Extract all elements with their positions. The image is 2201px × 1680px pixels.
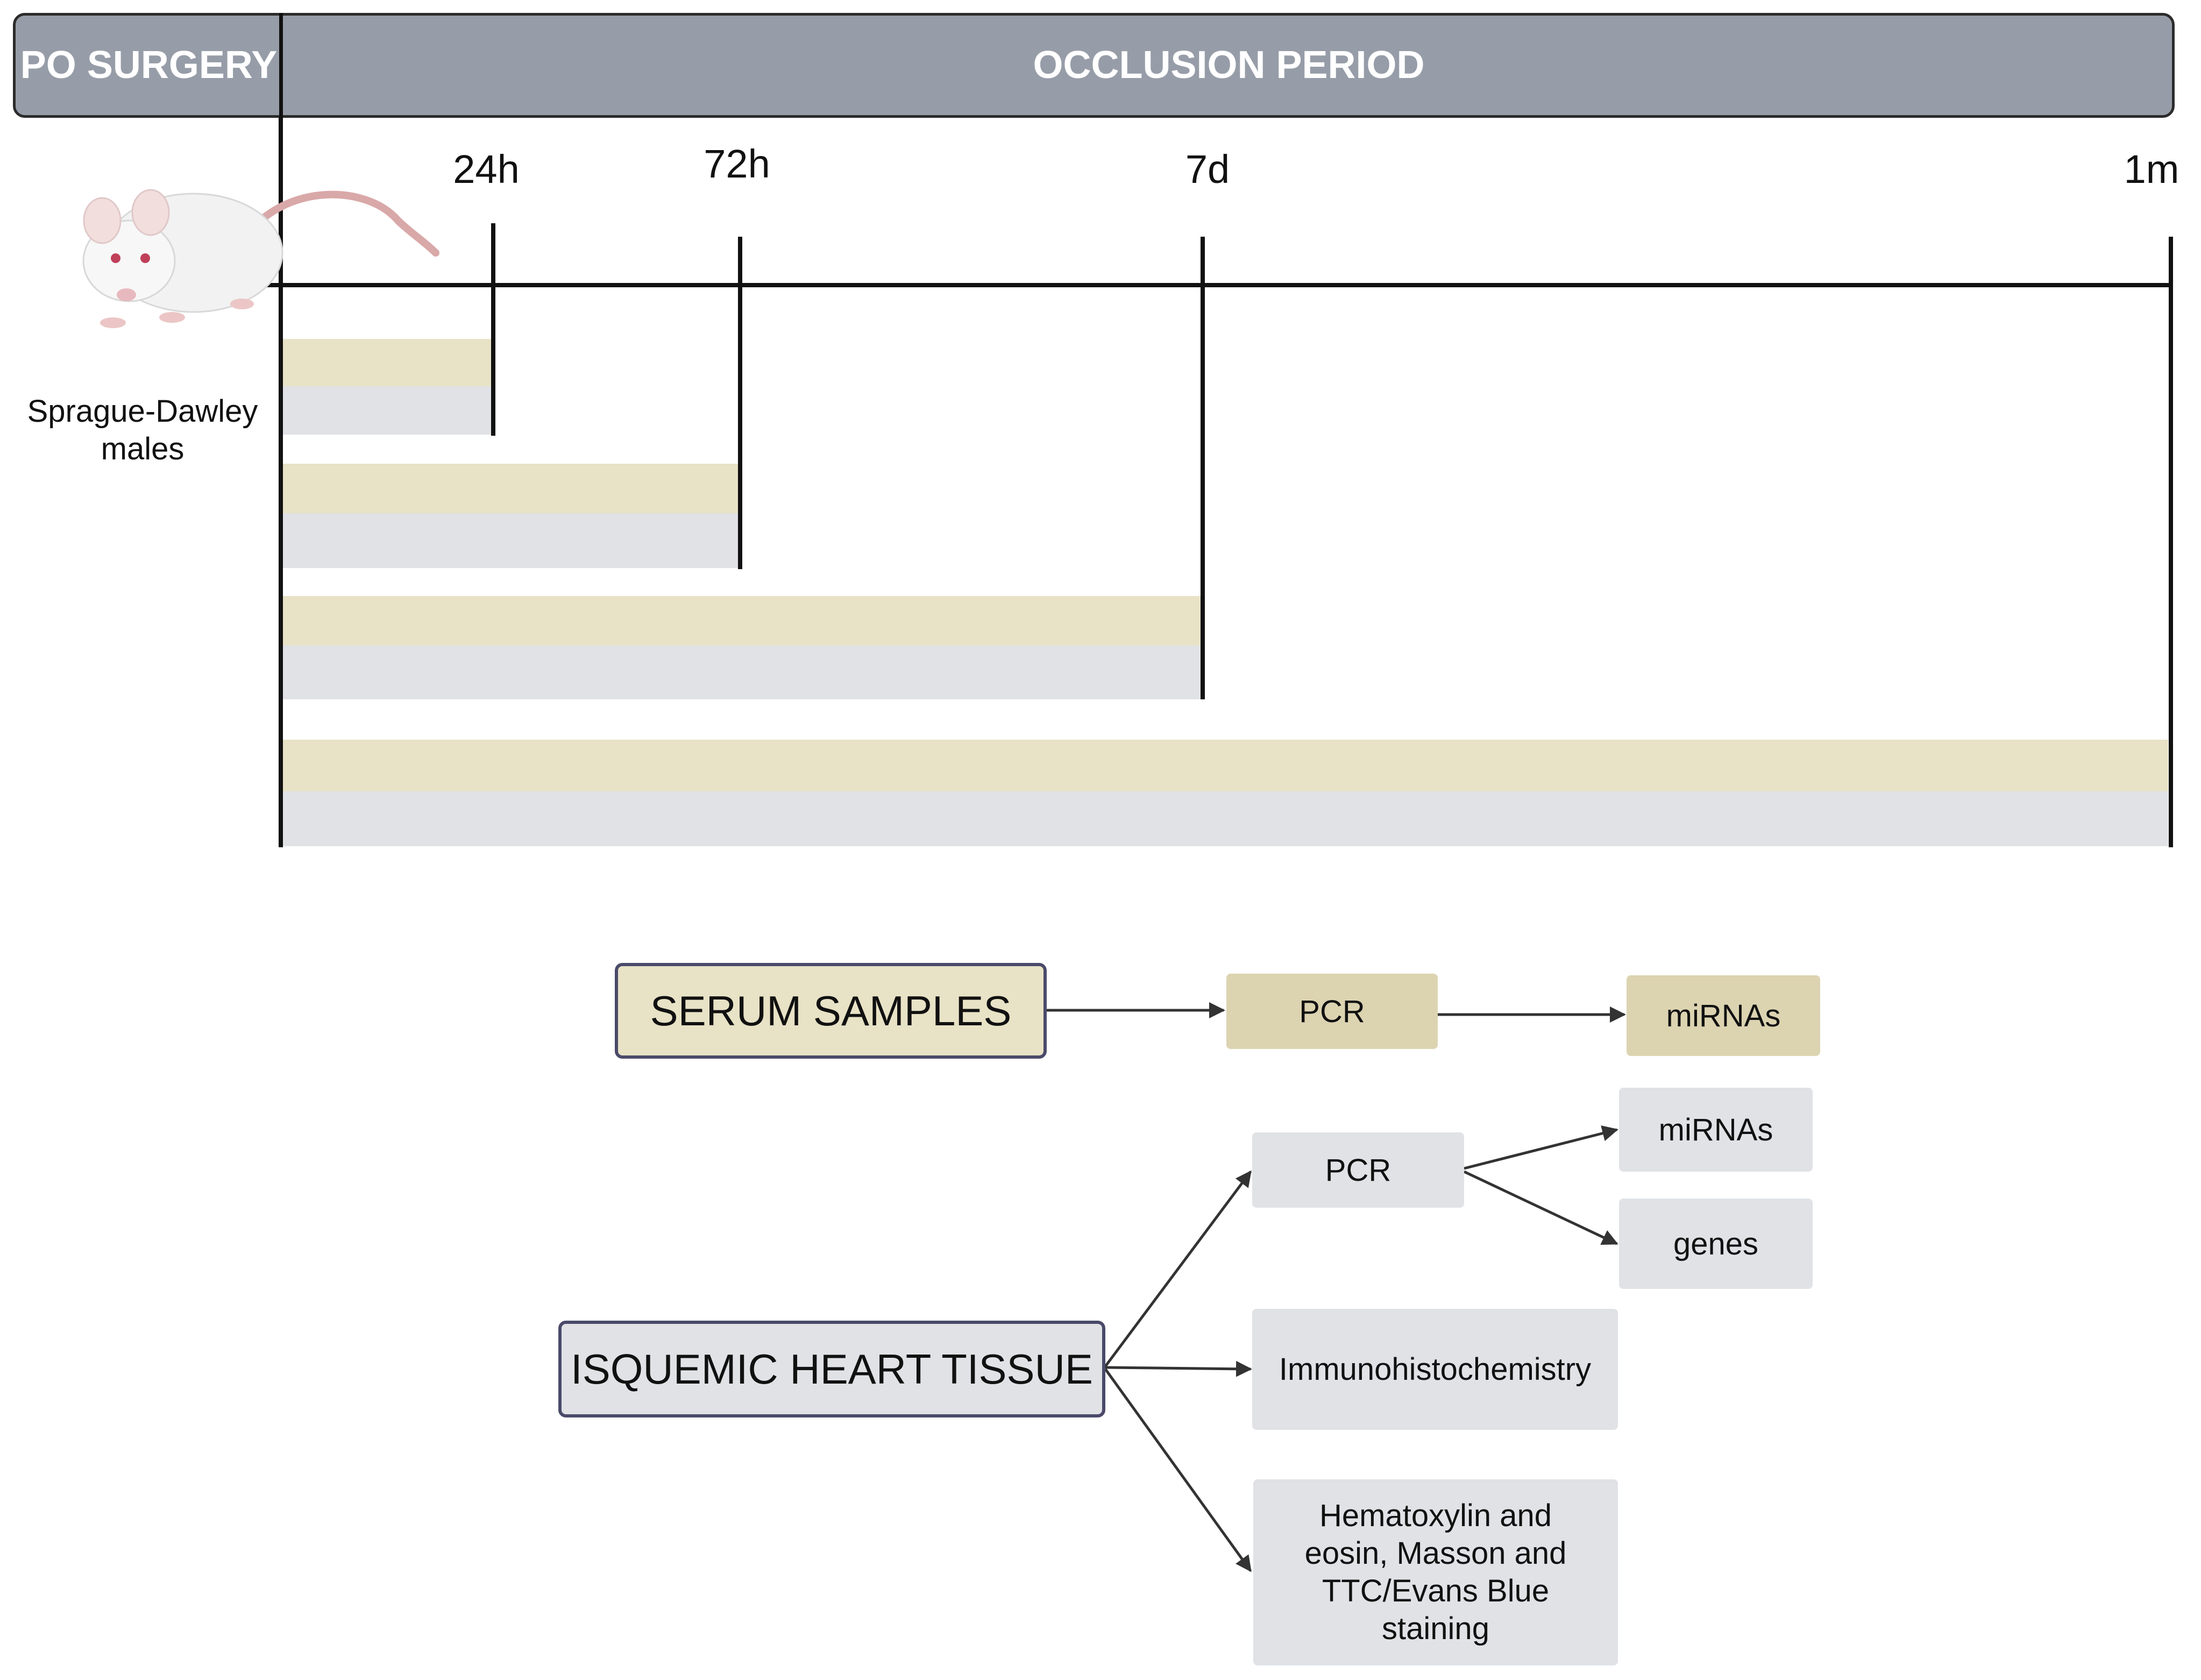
tick-label-24h: 24h bbox=[453, 147, 520, 192]
subject-label-line2: males bbox=[101, 431, 184, 466]
tissue-mirnas-box: miRNAs bbox=[1619, 1088, 1813, 1172]
header-bar bbox=[13, 13, 2175, 118]
po-surgery-label: PO SURGERY bbox=[20, 44, 278, 87]
tissue-genes-box: genes bbox=[1619, 1199, 1813, 1289]
timeline-graphic bbox=[231, 118, 2173, 847]
arrow-tissue-to-ihc bbox=[1105, 1360, 1252, 1377]
tick-label-72h: 72h bbox=[704, 141, 770, 186]
bar-1m-tissue bbox=[283, 791, 2168, 846]
occlusion-period-label: OCCLUSION PERIOD bbox=[1033, 44, 1425, 87]
arrow-tissue-to-pcr bbox=[1104, 1170, 1252, 1367]
bar-24h-tissue bbox=[283, 386, 493, 435]
arrow-pcr-to-mirnas-tissue bbox=[1464, 1125, 1618, 1170]
arrow-tissue-to-staining bbox=[1104, 1368, 1252, 1572]
bar-7d-tissue bbox=[283, 646, 1203, 699]
arrow-pcr-to-genes bbox=[1463, 1170, 1618, 1245]
rat-illustration bbox=[82, 189, 439, 328]
bar-1m-serum bbox=[283, 740, 2168, 791]
bar-7d-serum bbox=[283, 596, 1203, 646]
immunohistochemistry-box: Immunohistochemistry bbox=[1252, 1309, 1618, 1430]
tick-label-1m: 1m bbox=[2124, 147, 2179, 192]
bar-72h-serum bbox=[283, 464, 740, 513]
subject-label: Sprague-Dawley males bbox=[5, 393, 280, 468]
serum-mirnas-box: miRNAs bbox=[1627, 975, 1820, 1056]
header-divider bbox=[279, 13, 283, 118]
staining-box: Hematoxylin and eosin, Masson and TTC/Ev… bbox=[1253, 1479, 1618, 1665]
subject-label-line1: Sprague-Dawley bbox=[27, 394, 258, 429]
bar-72h-tissue bbox=[283, 513, 740, 568]
serum-samples-box: SERUM SAMPLES bbox=[615, 963, 1047, 1059]
serum-pcr-box: PCR bbox=[1226, 974, 1438, 1049]
tick-label-7d: 7d bbox=[1185, 147, 1230, 192]
flow-arrows bbox=[1047, 1002, 1626, 1572]
bar-24h-serum bbox=[283, 339, 493, 386]
heart-tissue-box: ISQUEMIC HEART TISSUE bbox=[558, 1321, 1105, 1417]
tissue-pcr-box: PCR bbox=[1252, 1132, 1464, 1208]
